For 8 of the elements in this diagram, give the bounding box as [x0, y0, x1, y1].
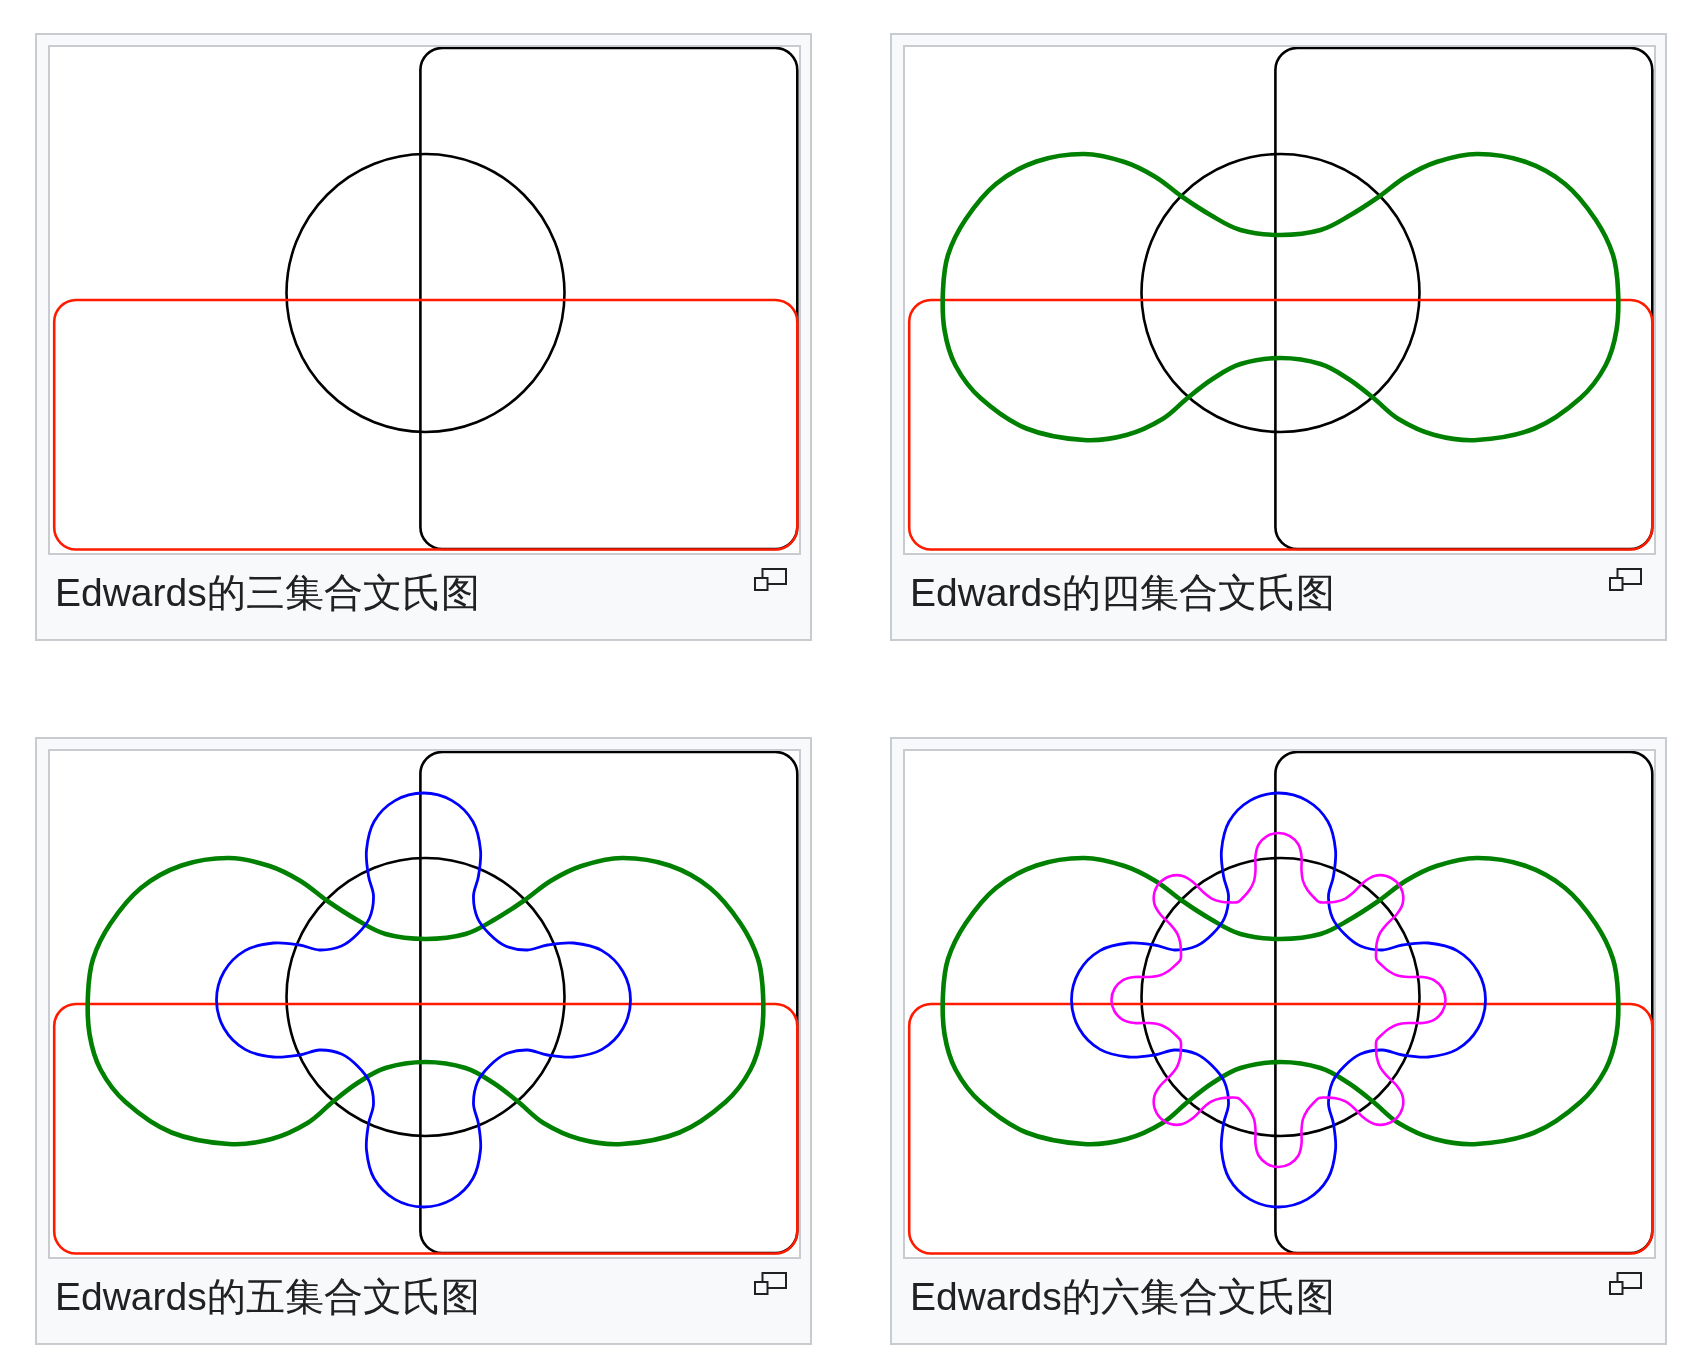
figure-panel	[35, 33, 812, 641]
figure-panel	[35, 737, 812, 1345]
figure-label: Edwards的六集合文氏图	[910, 1274, 1335, 1320]
figure-label: Edwards的三集合文氏图	[55, 570, 480, 616]
figure-panel	[890, 737, 1667, 1345]
figure-panel	[890, 33, 1667, 641]
figure-label: Edwards的四集合文氏图	[910, 570, 1335, 616]
figure-label: Edwards的五集合文氏图	[55, 1274, 480, 1320]
